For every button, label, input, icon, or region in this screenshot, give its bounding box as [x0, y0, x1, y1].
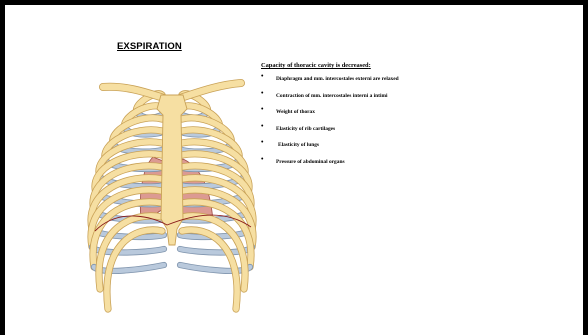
thoracic-cage-illustration [83, 69, 261, 335]
bullet-text: Contraction of mm. intercostales interni… [276, 93, 387, 99]
bullet-icon: • [261, 106, 263, 113]
section-heading-colon: : [369, 62, 371, 69]
bullet-icon: • [261, 156, 263, 163]
bullet-item: • Contraction of mm. intercostales intern… [261, 93, 561, 110]
bullet-text: Pressure of abdominal organs [276, 159, 345, 165]
bullet-icon: • [261, 90, 263, 97]
bullet-icon: • [261, 139, 263, 146]
bullet-text: Elasticity of rib cartilages [276, 126, 335, 132]
slide: EXSPIRATION Capacity of thoracic cavity … [5, 5, 583, 335]
slide-title: EXSPIRATION [117, 41, 182, 52]
bullet-icon: • [261, 73, 263, 80]
bullet-item: • Diaphragm and mm. intercostales externi… [261, 76, 561, 93]
bullet-icon: • [261, 123, 263, 130]
section-heading: Capacity of thoracic cavity is decreased… [261, 62, 371, 69]
bullet-item: • Weight of thorax [261, 109, 561, 126]
bullet-item: • Pressure of abdominal organs [261, 159, 561, 176]
bullet-text: Diaphragm and mm. intercostales externi … [276, 76, 399, 82]
bullet-list: • Diaphragm and mm. intercostales externi… [261, 76, 561, 176]
bullet-text: Weight of thorax [276, 109, 315, 115]
section-heading-text: Capacity of thoracic cavity is decreased [261, 62, 369, 69]
bullet-item: • Elasticity of lungs [261, 142, 561, 159]
bullet-text: Elasticity of lungs [278, 142, 319, 148]
clavicle-left [103, 87, 167, 99]
bullet-item: • Elasticity of rib cartilages [261, 126, 561, 143]
